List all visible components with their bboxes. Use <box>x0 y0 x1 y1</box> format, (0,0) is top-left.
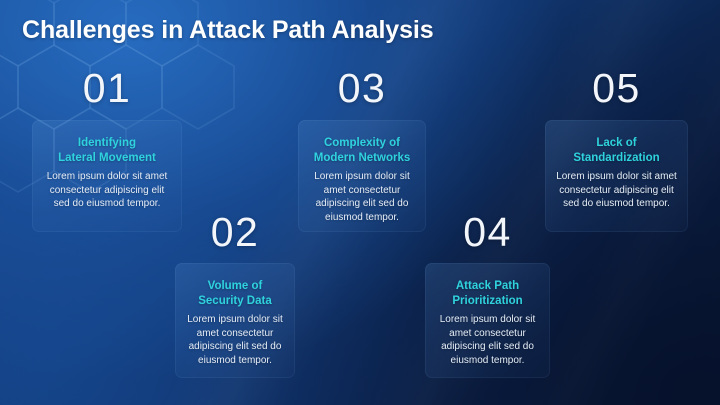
card-number-03: 03 <box>337 65 387 111</box>
card-number-05: 05 <box>592 65 641 111</box>
card-03-body: Lorem ipsum dolor sit amet consectetur a… <box>314 170 410 224</box>
card-01-body: Lorem ipsum dolor sit amet consectetur a… <box>46 170 168 210</box>
card-05-title: Lack of Standardization <box>573 137 660 164</box>
card-05-body: Lorem ipsum dolor sit amet consectetur a… <box>556 170 677 210</box>
card-02-body: Lorem ipsum dolor sit amet consectetur a… <box>187 313 283 367</box>
card-number-01: 01 <box>82 65 132 111</box>
card-01[interactable]: Identifying Lateral Movement Lorem ipsum… <box>32 120 182 232</box>
card-04-title: Attack Path Prioritization <box>452 280 523 307</box>
card-02-title: Volume of Security Data <box>198 280 272 307</box>
page-title: Challenges in Attack Path Analysis <box>22 16 434 44</box>
card-03[interactable]: Complexity of Modern Networks Lorem ipsu… <box>298 120 426 232</box>
card-02[interactable]: Volume of Security Data Lorem ipsum dolo… <box>175 263 295 378</box>
card-04-body: Lorem ipsum dolor sit amet consectetur a… <box>439 313 536 367</box>
card-number-02: 02 <box>210 209 260 255</box>
card-04[interactable]: Attack Path Prioritization Lorem ipsum d… <box>425 263 550 378</box>
card-01-title: Identifying Lateral Movement <box>58 137 156 164</box>
card-05[interactable]: Lack of Standardization Lorem ipsum dolo… <box>545 120 688 232</box>
card-number-04: 04 <box>463 209 512 255</box>
card-03-title: Complexity of Modern Networks <box>313 137 411 164</box>
